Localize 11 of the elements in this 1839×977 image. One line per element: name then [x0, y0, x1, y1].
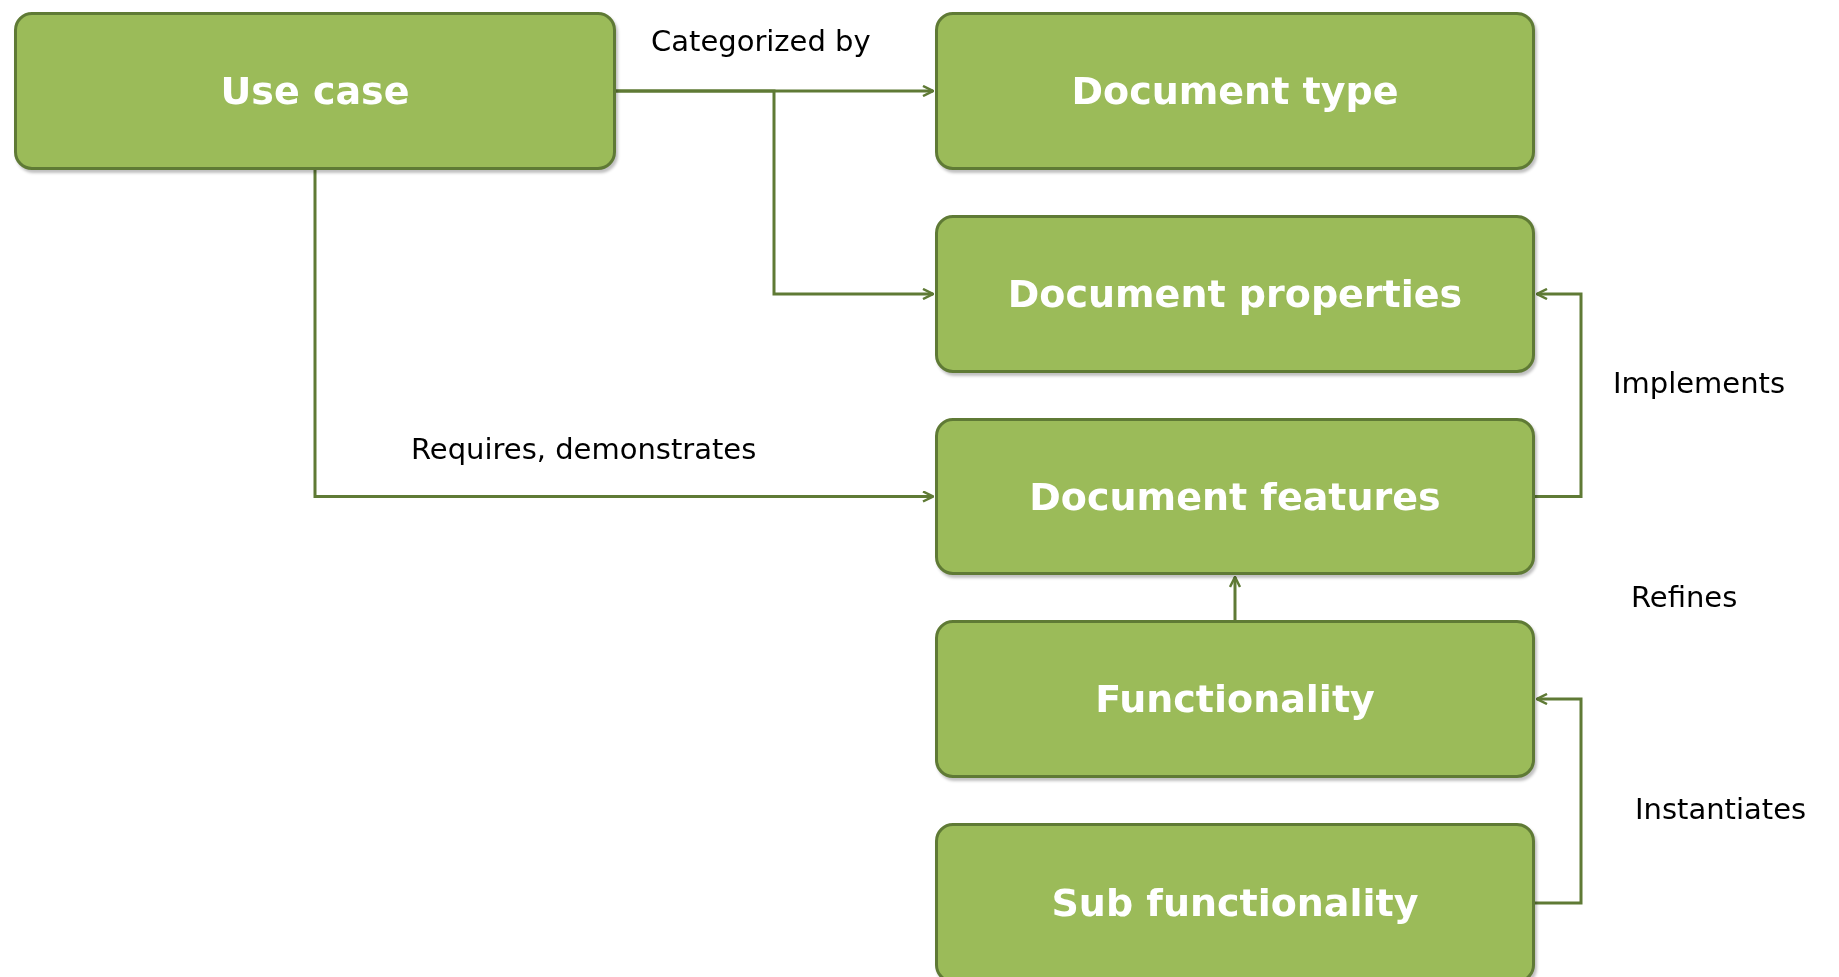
- process-box: Functionality: [935, 620, 1535, 778]
- arrow: [616, 89, 935, 301]
- process-box: Use case: [14, 12, 616, 170]
- process-box: Document properties: [935, 215, 1535, 373]
- process-box: Document features: [935, 418, 1535, 575]
- arrow: [313, 170, 935, 503]
- arrow: [1535, 287, 1583, 498]
- arrow: [1228, 575, 1242, 620]
- process-box: Document type: [935, 12, 1535, 170]
- process-box: Sub functionality: [935, 823, 1535, 977]
- arrow: [1535, 692, 1583, 905]
